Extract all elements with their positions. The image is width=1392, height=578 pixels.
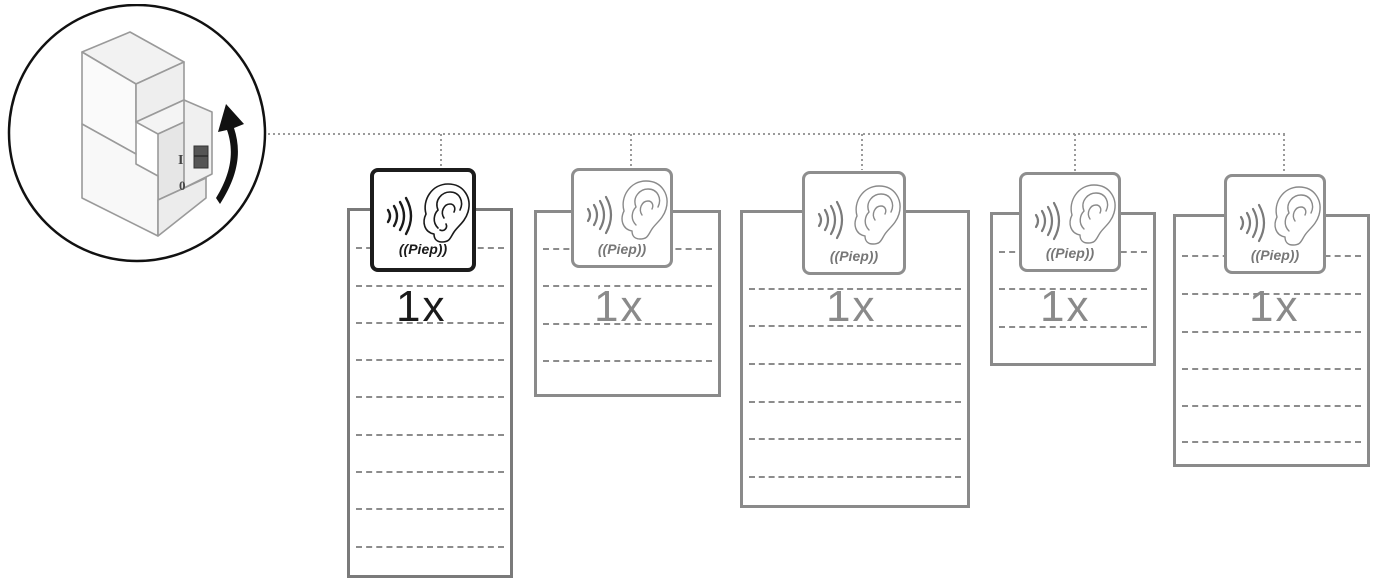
dash-line: [356, 322, 504, 324]
step-1-beep-badge: ((Piep)): [370, 168, 476, 272]
step-2-count: 1x: [594, 282, 645, 331]
dash-line: [1182, 368, 1361, 370]
dash-line: [356, 471, 504, 473]
dash-line: [356, 434, 504, 436]
circuit-breaker-illustration: I 0: [7, 4, 267, 263]
step-5-count: 1x: [1249, 282, 1300, 331]
dash-line: [1182, 405, 1361, 407]
dash-line: [1182, 293, 1361, 295]
dash-line: [1182, 331, 1361, 333]
dash-line: [543, 285, 712, 287]
switch-label-on: I: [178, 153, 183, 168]
dash-line: [356, 508, 504, 510]
beep-label: ((Piep)): [398, 241, 448, 257]
beep-label: ((Piep)): [829, 248, 879, 264]
step-3-count: 1x: [826, 282, 877, 331]
dash-line: [749, 438, 961, 440]
ear-sound-icon: [586, 180, 668, 240]
step-1-count: 1x: [396, 282, 447, 331]
dash-line: [543, 323, 712, 325]
ear-sound-icon: [1034, 184, 1116, 244]
step-5-beep-badge: ((Piep)): [1224, 174, 1326, 274]
dash-line: [543, 360, 712, 362]
dash-line: [749, 476, 961, 478]
ear-sound-icon: [1239, 186, 1321, 246]
step-3-beep-badge: ((Piep)): [802, 171, 906, 275]
ear-sound-icon: [386, 183, 470, 243]
dash-line: [999, 326, 1147, 328]
step-2-beep-badge: ((Piep)): [571, 168, 673, 268]
beep-label: ((Piep)): [597, 241, 647, 257]
dash-line: [356, 359, 504, 361]
circuit-breaker-icon: [81, 31, 213, 237]
step-4-beep-badge: ((Piep)): [1019, 172, 1121, 272]
switch-label-off: 0: [179, 178, 186, 193]
step-4-count: 1x: [1040, 282, 1091, 331]
switch-toggle-icon: [193, 145, 209, 169]
step-2-panel: [534, 210, 721, 397]
ear-sound-icon: [817, 185, 901, 245]
dash-line: [749, 363, 961, 365]
dash-line: [749, 401, 961, 403]
beep-label: ((Piep)): [1045, 245, 1095, 261]
dash-line: [356, 546, 504, 548]
dash-line: [749, 288, 961, 290]
beep-label: ((Piep)): [1250, 247, 1300, 263]
dash-line: [1182, 441, 1361, 443]
rotate-up-arrow-icon: [216, 104, 244, 204]
dash-line: [999, 288, 1147, 290]
dash-line: [749, 325, 961, 327]
dash-line: [356, 285, 504, 287]
dash-line: [356, 396, 504, 398]
